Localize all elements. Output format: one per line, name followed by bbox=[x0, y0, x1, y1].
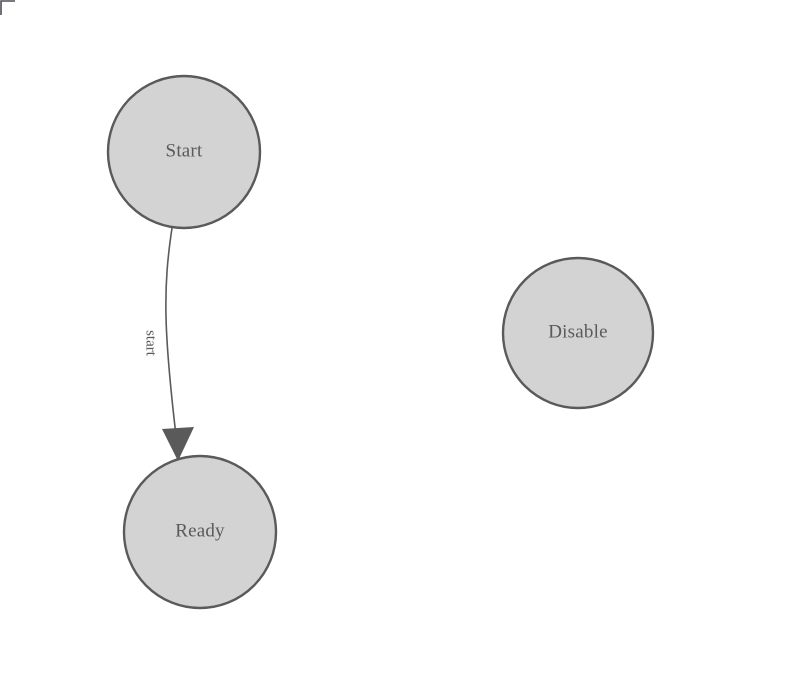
node-disable-label: Disable bbox=[548, 321, 607, 342]
node-disable-shape bbox=[501, 256, 655, 410]
node-disable[interactable]: Disable bbox=[501, 256, 655, 410]
node-start-shape bbox=[106, 74, 262, 230]
node-ready-shape bbox=[122, 454, 278, 610]
edge-start-to-ready-arrowhead-icon bbox=[162, 427, 194, 461]
node-ready-label: Ready bbox=[175, 520, 225, 541]
edge-start-to-ready-path bbox=[165, 227, 179, 453]
node-start[interactable]: Start bbox=[106, 74, 262, 230]
crop-mark-top-left-icon bbox=[0, 0, 15, 15]
node-ready[interactable]: Ready bbox=[122, 454, 278, 610]
edge-start-to-ready[interactable]: start bbox=[143, 227, 194, 461]
edge-start-to-ready-label: start bbox=[143, 330, 159, 357]
node-start-label: Start bbox=[166, 140, 203, 161]
